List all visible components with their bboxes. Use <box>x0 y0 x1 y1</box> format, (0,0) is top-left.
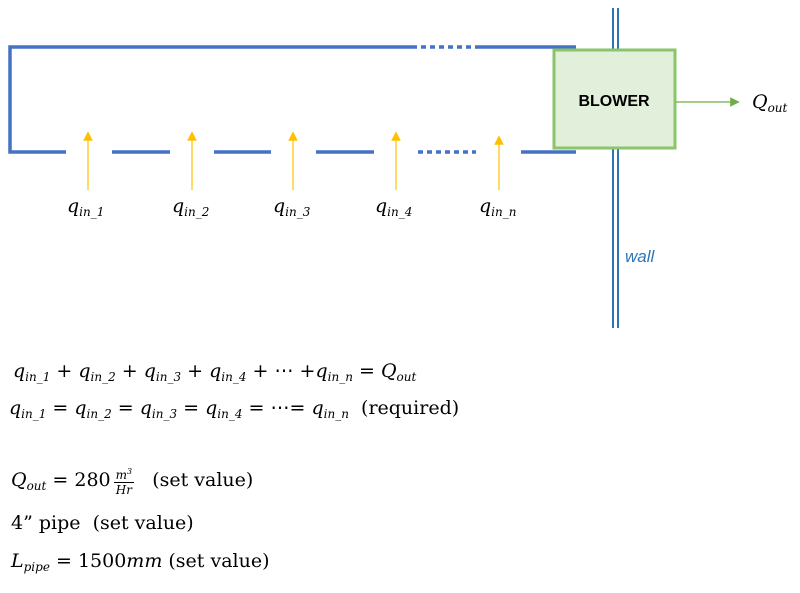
inlet-label-1: qin_1 <box>67 195 104 219</box>
inlet-label-n: qin_n <box>479 195 516 219</box>
inlet-arrows <box>83 131 504 190</box>
blower-label: BLOWER <box>578 93 650 110</box>
pipe-size-setpoint: 4” pipe (set value) <box>11 512 194 534</box>
blower-box <box>552 48 677 150</box>
inlet-label-3: qin_3 <box>273 195 311 219</box>
pipe-length-setpoint: Lpipe = 1500mm (set value) <box>11 550 270 574</box>
flow-diagram: BLOWER Qout qin_1 qin_2 qin_3 qin_4 qin_… <box>8 8 788 328</box>
pipe <box>8 45 576 154</box>
sum-equation: qin_1 + qin_2 + qin_3 + qin_4 + ⋯ +qin_n… <box>13 360 417 384</box>
equal-flow-equation: qin_1 = qin_2 = qin_3 = qin_4 = ⋯= qin_n… <box>9 397 460 421</box>
inlet-label-4: qin_4 <box>375 195 412 219</box>
inlet-label-2: qin_2 <box>172 195 209 219</box>
output-label: Qout <box>752 91 788 115</box>
wall-label: wall <box>625 247 656 266</box>
